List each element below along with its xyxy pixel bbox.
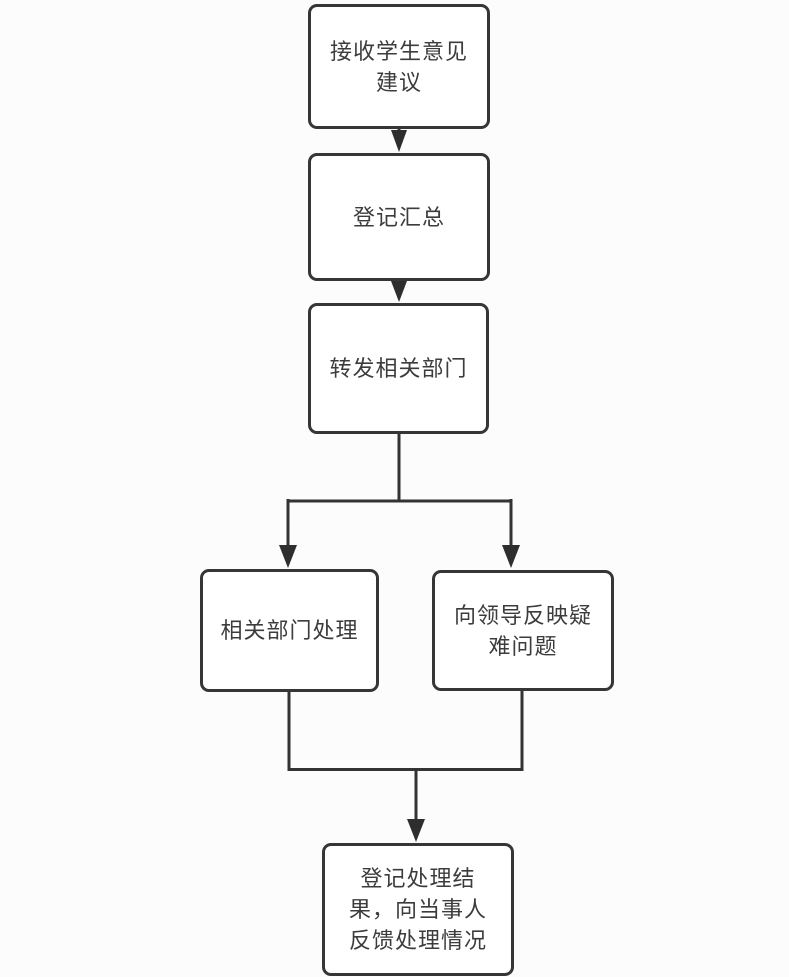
flow-node-report-to-leaders: 向领导反映疑 难问题 [432,570,614,691]
flow-node-label: 相关部门处理 [220,618,359,643]
flow-node-record-and-feedback: 登记处理结 果，向当事人 反馈处理情况 [322,843,514,976]
flow-node-label: 接收学生意见 建议 [329,38,468,95]
edge-receive-to-register [391,128,407,152]
flow-node-receive-suggestions: 接收学生意见 建议 [308,4,490,129]
arrowhead-down-icon [407,819,425,842]
flow-node-label: 登记处理结 果，向当事人 反馈处理情况 [348,866,487,953]
arrowhead-down-icon [391,130,407,152]
edge-merge-to-result [287,690,524,842]
flow-node-forward-departments: 转发相关部门 [308,303,489,434]
arrowhead-down-icon [502,545,520,568]
arrowhead-down-icon [279,545,297,568]
flow-node-register-summarize: 登记汇总 [308,153,490,281]
flow-node-label: 转发相关部门 [329,356,468,381]
edge-register-to-forward [391,280,407,302]
flow-node-label: 向领导反映疑 难问题 [453,602,592,659]
flow-node-label: 登记汇总 [352,204,445,230]
edge-forward-branch [279,433,520,568]
flow-node-department-handle: 相关部门处理 [200,569,379,692]
arrowhead-down-icon [391,281,407,302]
